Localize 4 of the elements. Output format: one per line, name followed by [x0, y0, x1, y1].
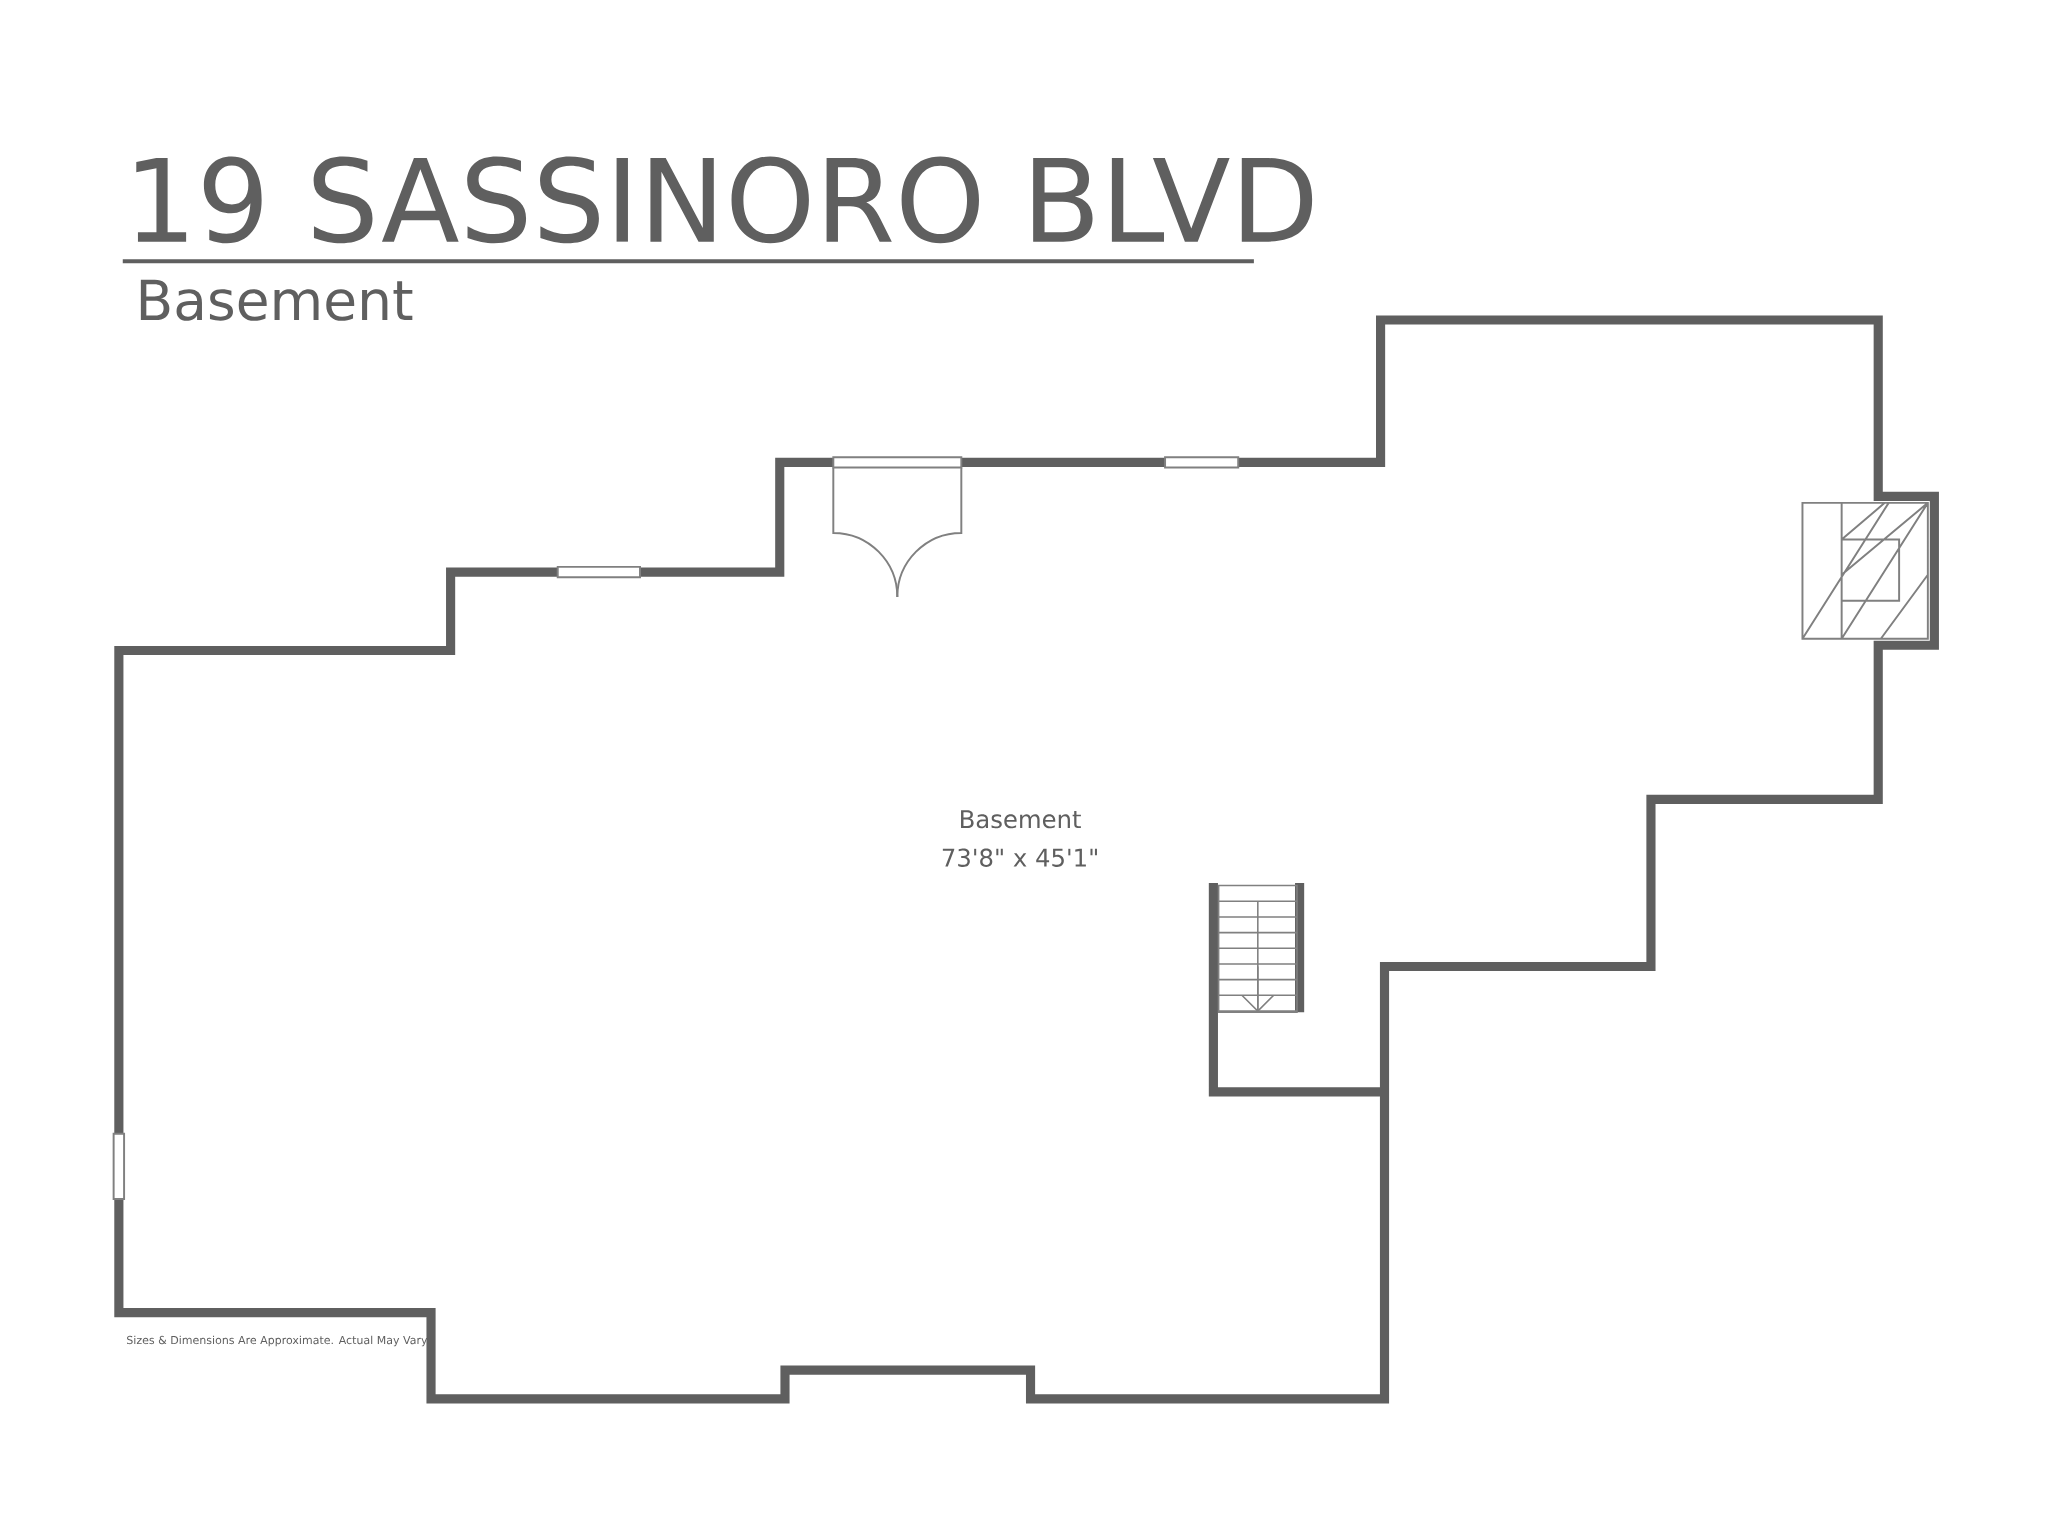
- subtitle: Basement: [140, 279, 413, 321]
- title: 19 SASSINORO BLVD: [136, 156, 1313, 244]
- disclaimer-note: Sizes & Dimensions Are Approximate. Actual May Vary.: [127, 1335, 429, 1347]
- room-label: Basement 73'8" x 45'1": [942, 810, 1097, 867]
